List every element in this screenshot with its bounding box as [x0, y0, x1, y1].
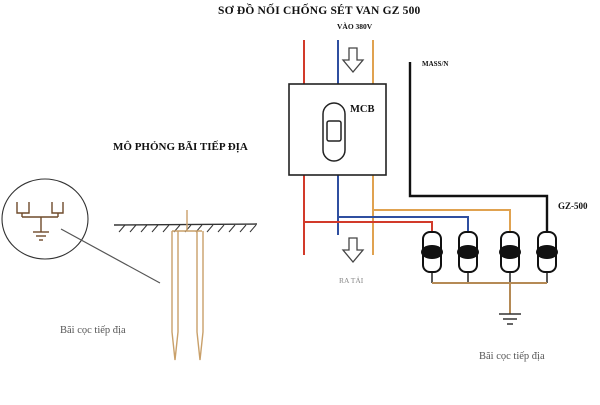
mcb-switch-icon — [322, 102, 346, 162]
neutral-wire — [408, 62, 549, 232]
wiring-schematic — [288, 40, 558, 325]
output-label: RA TẢI — [339, 276, 364, 285]
input-label: VÀO 380V — [337, 22, 373, 31]
input-arrow-icon — [341, 47, 365, 74]
diagram-title: SƠ ĐỒ NỐI CHỐNG SÉT VAN GZ 500 — [218, 5, 421, 17]
earth-hatching — [118, 224, 257, 233]
arrester-2 — [457, 231, 479, 283]
tap-blue — [338, 216, 469, 232]
tap-red — [304, 221, 433, 232]
arrester-label: GZ-500 — [558, 201, 588, 211]
arrester-4 — [536, 231, 558, 283]
arrester-3 — [499, 231, 521, 283]
simulation-label: MÔ PHỎNG BÃI TIẾP ĐỊA — [113, 141, 248, 153]
tap-orange — [373, 209, 511, 232]
earth-symbol-icon — [499, 313, 521, 325]
output-arrow-icon — [341, 237, 365, 264]
ground-surface — [113, 223, 258, 226]
left-ground-label: Bãi cọc tiếp địa — [60, 325, 126, 336]
mcb-label: MCB — [350, 104, 375, 115]
right-ground-label: Bãi cọc tiếp địa — [479, 351, 545, 362]
ground-symbol-icon — [16, 202, 64, 241]
arrester-1 — [421, 231, 443, 283]
callout-line — [60, 228, 161, 284]
mass-label: MASS/N — [422, 60, 449, 68]
grounding-rods — [171, 210, 204, 361]
magnifier-circle — [1, 178, 89, 260]
ground-simulation — [1, 178, 258, 361]
